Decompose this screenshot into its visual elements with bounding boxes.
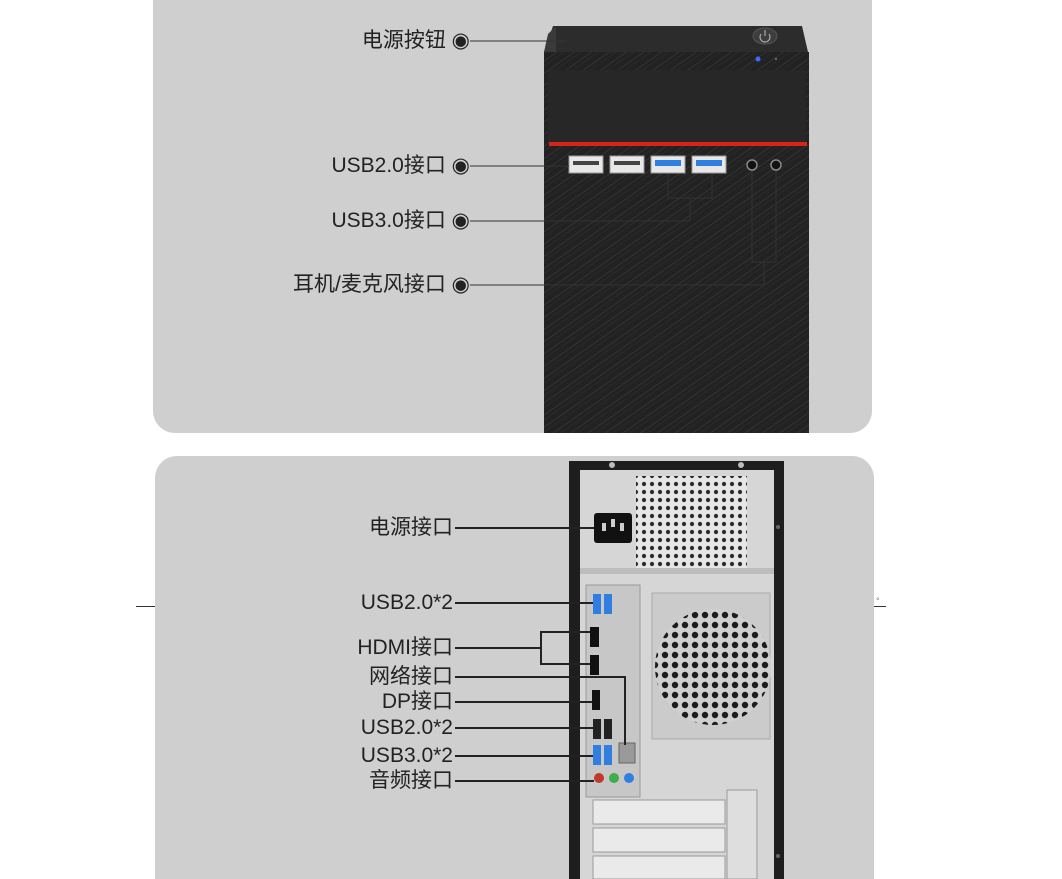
front-tower-case bbox=[544, 26, 809, 433]
rear-usb3-ports bbox=[593, 745, 612, 765]
rear-lan-port bbox=[618, 742, 636, 764]
front-audio-jacks bbox=[746, 159, 782, 171]
callout-front-usb2: USB2.0接口 ◉ bbox=[331, 154, 470, 177]
rear-expansion-slots bbox=[592, 789, 758, 879]
callout-rear-dp: DP接口 bbox=[381, 690, 453, 713]
power-led-icon bbox=[755, 56, 761, 62]
callout-rear-power-inlet: 电源接口 bbox=[369, 516, 453, 539]
separator-mark: ° bbox=[876, 596, 880, 606]
rear-usb2-top-ports bbox=[593, 594, 612, 614]
callout-rear-usb3: USB3.0*2 bbox=[360, 744, 453, 767]
callout-power-button: 电源按钮 ◉ bbox=[361, 29, 470, 52]
rear-tower-case bbox=[569, 461, 784, 879]
power-inlet-icon bbox=[594, 513, 632, 543]
rear-callout-lines bbox=[455, 527, 626, 782]
rear-dp-port bbox=[592, 690, 600, 710]
callout-front-audio: 耳机/麦克风接口 ◉ bbox=[293, 273, 470, 296]
callout-rear-usb2-top: USB2.0*2 bbox=[360, 591, 453, 614]
callout-front-usb3: USB3.0接口 ◉ bbox=[331, 209, 470, 232]
front-callout-lines bbox=[470, 40, 777, 286]
front-usb3-ports bbox=[650, 155, 727, 174]
callout-rear-audio: 音频接口 bbox=[369, 769, 453, 792]
power-button-icon bbox=[752, 27, 778, 45]
separator-right-line bbox=[874, 606, 886, 607]
rear-usb2-bottom-ports bbox=[593, 719, 612, 739]
callout-rear-lan: 网络接口 bbox=[369, 665, 453, 688]
callout-rear-hdmi: HDMI接口 bbox=[357, 636, 453, 659]
callout-rear-usb2-bottom: USB2.0*2 bbox=[360, 716, 453, 739]
separator-left-line bbox=[136, 606, 155, 607]
rear-audio-jacks bbox=[594, 773, 634, 783]
rear-hdmi-ports bbox=[590, 627, 599, 675]
front-usb2-ports bbox=[568, 155, 645, 174]
